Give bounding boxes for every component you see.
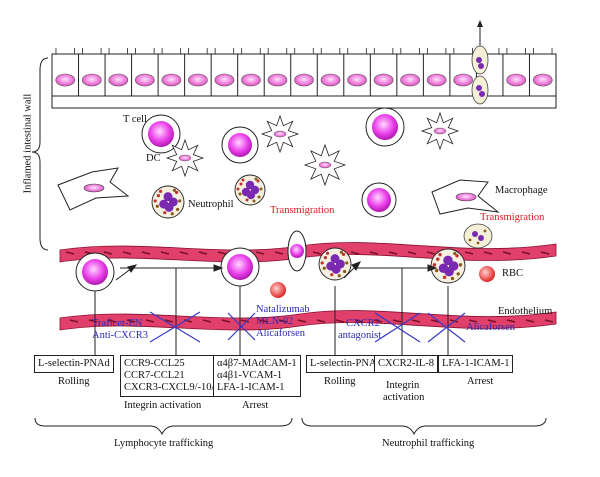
drug-anti-cxcr3: Anti-CXCR3 xyxy=(92,330,149,341)
epithelial-cell xyxy=(316,54,341,96)
dendritic-cell xyxy=(420,111,460,151)
drug-mln-02: MLN-02 xyxy=(256,316,294,327)
transmigrating-neutrophil xyxy=(463,223,493,249)
integrin-1: α4β7-MAdCAM-1 xyxy=(217,358,297,369)
connector-lines xyxy=(94,268,449,355)
arrested-lymphocyte xyxy=(220,247,260,287)
dendritic-cell xyxy=(165,138,205,178)
macrophage-cell xyxy=(431,179,500,215)
arrested-neutrophil xyxy=(430,248,466,284)
stromal-cell xyxy=(57,167,130,211)
epithelial-cell xyxy=(369,54,394,96)
drug-antagonist: antagonist xyxy=(338,330,382,341)
epithelial-cell xyxy=(157,54,182,96)
integrin-2: α4β1-VCAM-1 xyxy=(217,370,283,381)
epithelial-cell xyxy=(263,54,288,96)
dendritic-cell xyxy=(260,114,300,154)
drug-traficet: Traficet-EN xyxy=(92,318,143,329)
transmigration-label-left: Transmigration xyxy=(270,205,335,216)
box-l-selectin-1: L-selectin-PNAd xyxy=(34,355,114,373)
macrophage-label: Macrophage xyxy=(495,185,548,196)
epithelial-cell xyxy=(131,54,155,96)
box-lfa: LFA-1-ICAM-1 xyxy=(438,355,514,373)
drug-alicaforsen: Alicaforsen xyxy=(256,328,305,339)
epithelial-cell xyxy=(104,54,129,96)
blood-vessel xyxy=(59,242,557,331)
epithelial-cell xyxy=(449,54,474,96)
epithelial-cell xyxy=(502,54,527,96)
transmigration-label-right: Transmigration xyxy=(480,212,545,223)
t-cell xyxy=(141,114,181,154)
epithelial-cell xyxy=(55,73,76,87)
rbc xyxy=(479,266,495,282)
neutrophil xyxy=(151,185,185,219)
flow-arrows xyxy=(115,261,438,281)
neutrophil-brace xyxy=(301,417,547,436)
neutrophil xyxy=(234,174,266,206)
step-arrest-1: Arrest xyxy=(242,400,269,411)
rolling-neutrophil xyxy=(318,247,352,281)
lymphocyte-brace xyxy=(34,417,293,436)
chemokine-2: CCR7-CCL21 xyxy=(124,370,185,381)
wall-label: Inflamed intestinal wall xyxy=(22,93,34,194)
t-cell xyxy=(221,126,259,164)
epithelial-cell xyxy=(422,54,447,96)
step-integrin-2a: Integrin xyxy=(386,380,420,391)
epithelial-cell xyxy=(237,54,261,96)
t-cell xyxy=(361,182,397,218)
dc-label: DC xyxy=(146,153,161,164)
rbc-label: RBC xyxy=(502,268,524,279)
rolling-lymphocyte xyxy=(75,252,115,292)
drug-alicaforsen-2: Alicaforsen xyxy=(466,322,515,333)
rbc xyxy=(270,282,286,298)
wall-bracket xyxy=(31,57,49,251)
drug-cxcr2: CXCR2 xyxy=(346,318,380,329)
endothelium-label: Endothelium xyxy=(498,306,553,317)
epithelial-cell xyxy=(396,54,420,96)
transmigrating-t-cell xyxy=(287,230,307,272)
step-arrest-2: Arrest xyxy=(467,376,494,387)
migrating-neutrophil-epithelium xyxy=(471,45,489,105)
neutrophil-trafficking-label: Neutrophil trafficking xyxy=(382,438,475,449)
drug-natalizumab: Natalizumab xyxy=(256,304,310,315)
step-rolling-1: Rolling xyxy=(58,376,90,387)
integrin-3: LFA-1-ICAM-1 xyxy=(217,382,285,393)
chemokine-3: CXCR3-CXCL9/-10/-11 xyxy=(124,382,229,393)
box-integrins: α4β7-MAdCAM-1 α4β1-VCAM-1 LFA-1-ICAM-1 xyxy=(213,355,301,397)
dendritic-cell xyxy=(303,143,347,187)
t-cell xyxy=(365,107,405,147)
epithelial-cell xyxy=(343,54,367,96)
neutrophil-label: Neutrophil xyxy=(188,199,234,210)
epithelial-cell xyxy=(184,54,208,96)
step-integrin-activation-1: Integrin activation xyxy=(124,400,202,411)
box-cxcr2: CXCR2-IL-8 xyxy=(374,355,438,373)
epithelial-cell xyxy=(210,54,235,96)
inhibition-marks xyxy=(149,311,466,343)
epithelial-cell xyxy=(528,54,553,96)
chemokine-1: CCR9-CCL25 xyxy=(124,358,185,369)
epithelial-cell xyxy=(290,54,314,96)
step-rolling-2: Rolling xyxy=(324,376,356,387)
lymphocyte-trafficking-label: Lymphocyte trafficking xyxy=(114,438,214,449)
epithelial-cell xyxy=(78,54,102,96)
step-integrin-2b: activation xyxy=(383,392,425,403)
t-cell-label: T cell xyxy=(123,114,148,125)
